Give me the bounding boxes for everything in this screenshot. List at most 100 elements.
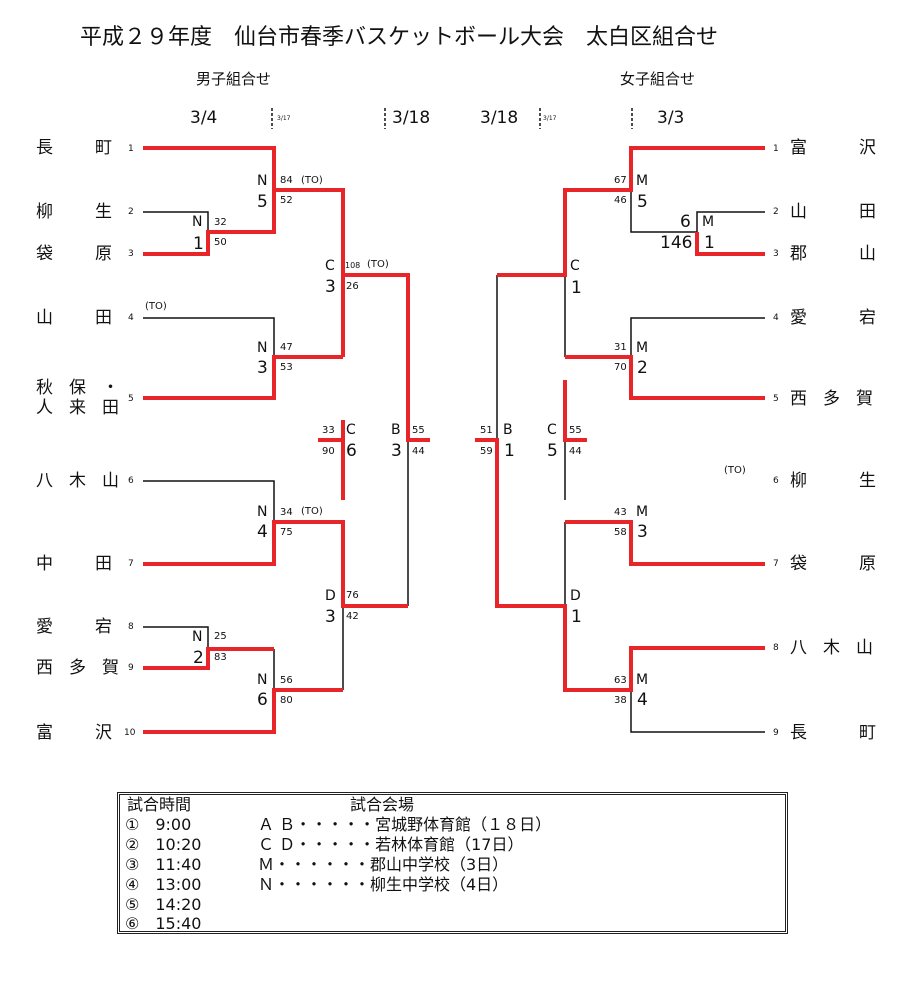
venue-4: Ｎ・・・・・・柳生中学校（4日） [258,875,509,894]
team-name-char: 郡 [790,244,807,264]
boys-seed-6: 6 [128,476,134,486]
team-name-char: 山 [102,471,119,491]
venue-2: Ｃ Ｄ・・・・・若林体育館（17日） [258,835,524,854]
boys-seed-5: 5 [128,394,134,404]
score: 90 [322,446,335,457]
team-name-char: 八 [36,471,53,491]
game-code: M [636,672,649,688]
time-6: ⑥ 15:40 [125,914,202,933]
time-heading: 試合時間 [127,795,192,814]
team-name-char: 多 [823,389,840,409]
boys-team-10: 富沢 [36,725,112,742]
boys-heading: 男子組合せ [196,70,272,88]
game-number: 3 [325,277,336,297]
game-number: 5 [637,192,648,212]
team-name-char: 柳 [790,471,807,491]
date-boys-small: 3/17 [277,115,291,122]
team-name-char: 沢 [859,138,876,158]
score: 55 [569,425,582,436]
boys-seed-7: 7 [128,559,134,569]
game-code: D [570,588,581,604]
team-name-char: 西 [36,658,53,678]
girls-team-6: 柳生 [790,473,876,490]
date-girls-small: 3/17 [543,115,557,122]
team-name-char: 木 [823,638,840,658]
game-pre: 6 [680,212,691,232]
score: 32 [214,217,227,228]
to-note: (TO) [367,259,389,270]
venue-3: Ｍ・・・・・・郡山中学校（3日） [258,855,509,874]
game-number: 3 [391,441,402,461]
score: 44 [569,446,582,457]
score: 67 [614,175,627,186]
team-name-char: 宕 [859,308,876,328]
time-1: ① 9:00 [125,815,192,834]
score: 25 [214,631,227,642]
score: 58 [614,527,627,538]
team-name-char: 愛 [790,308,807,328]
team-name-char: 中 [36,554,53,574]
girls-team-2: 山田 [790,204,876,221]
boys-seed-4: 4 [128,313,134,323]
game-number: 1 [571,278,582,298]
score: 33 [322,425,335,436]
team-name-char: 西 [790,389,807,409]
game-code: N [257,173,268,189]
team-name-char: 柳 [36,202,53,222]
game-number: 6 [257,690,268,710]
time-2: ② 10:20 [125,835,202,854]
schedule-legend: 試合時間 試合会場 ① 9:00 ② 10:20 ③ 11:40 ④ 13:00… [117,792,788,934]
score: 26 [346,281,359,292]
team-name-char: 袋 [790,554,807,574]
score: 55 [412,425,425,436]
game-code: D [325,588,336,604]
girls-team-9: 長町 [790,725,876,742]
game-code: C [346,422,356,438]
score: 83 [214,652,227,663]
game-number: 2 [637,358,648,378]
game-number: 3 [637,522,648,542]
game-number: 1 [504,441,515,461]
score: 43 [614,507,627,518]
girls-heading: 女子組合せ [620,70,696,88]
game-code: C [570,258,580,274]
score: 50 [214,237,227,248]
boys-team-5a: 秋保・ [36,378,135,398]
boys-seed-8: 8 [128,622,134,632]
game-pre2: 146 [660,233,693,253]
boys-seed-3: 3 [128,249,134,259]
girls-team-7: 袋原 [790,556,876,573]
boys-team-3: 袋原 [36,246,112,263]
girls-seed-6: 6 [773,476,779,486]
date-girls-final: 3/18 [480,108,519,128]
team-name-char: 賀 [102,658,119,678]
score: 31 [614,342,627,353]
score: 56 [280,675,293,686]
girls-win-lines [475,146,765,692]
girls-team-3: 郡山 [790,246,876,263]
girls-seed-4: 4 [773,313,779,323]
score: 34 [280,507,293,518]
score: 51 [480,425,493,436]
date-dividers [271,108,633,129]
game-code: M [636,173,649,189]
boys-team-1: 長町 [36,140,112,157]
page-title: 平成２９年度 仙台市春季バスケットボール大会 太白区組合せ [80,25,719,50]
score: 108 [345,261,361,270]
team-name-char: 沢 [95,723,112,743]
score: 59 [480,446,493,457]
game-code: M [702,214,715,230]
score: 76 [346,590,359,601]
team-name-char: 田 [95,308,112,328]
girls-team-1: 富沢 [790,140,876,157]
time-5: ⑤ 14:20 [125,895,202,914]
game-number: 3 [325,607,336,627]
team-name-char: 袋 [36,244,53,264]
team-name-char: 富 [790,138,807,158]
game-number: 5 [257,192,268,212]
girls-team-8: 八木山 [790,640,873,657]
boys-team-8: 愛宕 [36,619,112,636]
girls-seed-1: 1 [773,144,779,154]
score: 53 [280,362,293,373]
girls-seed-2: 2 [773,207,779,217]
